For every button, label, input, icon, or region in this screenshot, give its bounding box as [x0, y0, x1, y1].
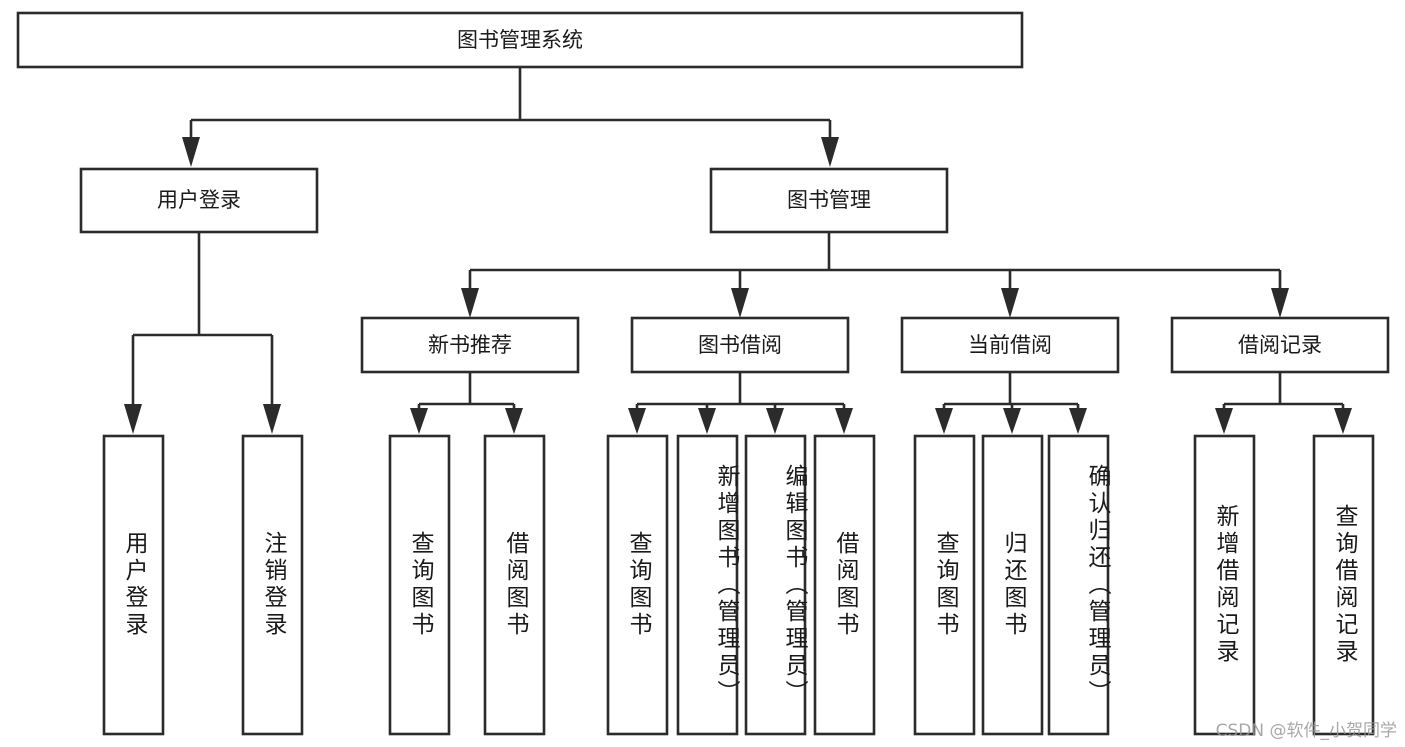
node-leaf-query-book-1[interactable]: [388, 434, 451, 736]
node-leaf-query-record[interactable]: [1312, 434, 1375, 736]
node-root-label: 图书管理系统: [457, 28, 583, 52]
node-book-manage[interactable]: [709, 167, 949, 234]
node-leaf-edit-book[interactable]: [744, 434, 807, 736]
node-leaf-add-record[interactable]: [1193, 434, 1256, 736]
arrow-to-leaf-query-book-3: [935, 408, 953, 434]
node-leaf-user-login[interactable]: [102, 434, 165, 736]
arrow-to-leaf-add-record: [1215, 408, 1233, 434]
node-leaf-confirm-return[interactable]: [1047, 434, 1110, 736]
node-leaf-borrow-book-1[interactable]: [483, 434, 546, 736]
watermark-text: CSDN @软件_小贺同学: [1215, 721, 1397, 741]
node-current-borrow-label: 当前借阅: [968, 333, 1052, 357]
node-root[interactable]: [16, 11, 1024, 69]
arrow-to-leaf-query-book-2: [628, 408, 646, 434]
arrow-to-leaf-user-login: [124, 404, 142, 434]
node-leaf-borrow-book-2[interactable]: [813, 434, 876, 736]
arrow-to-borrow-record: [1271, 288, 1289, 318]
node-leaf-query-book-3[interactable]: [913, 434, 976, 736]
node-current-borrow[interactable]: [900, 316, 1120, 374]
arrow-to-current-borrow: [1001, 288, 1019, 318]
arrow-to-leaf-user-logout: [263, 404, 281, 434]
node-new-book-rec-label: 新书推荐: [428, 333, 512, 357]
node-book-borrow[interactable]: [630, 316, 850, 374]
arrow-to-leaf-return-book: [1003, 408, 1021, 434]
node-leaf-return-book[interactable]: [981, 434, 1044, 736]
arrow-to-leaf-query-record: [1334, 408, 1352, 434]
node-book-manage-label: 图书管理: [787, 188, 871, 212]
arrow-to-leaf-borrow-book-2: [835, 408, 853, 434]
arrow-to-user-login: [182, 137, 200, 167]
arrow-to-leaf-add-book: [698, 408, 716, 434]
node-user-login[interactable]: [79, 167, 319, 234]
arrow-to-new-book-rec: [461, 288, 479, 318]
arrow-to-leaf-borrow-book-1: [505, 408, 523, 434]
node-user-login-label: 用户登录: [157, 188, 241, 212]
node-book-borrow-label: 图书借阅: [698, 333, 782, 357]
node-leaf-add-book[interactable]: [676, 434, 739, 736]
node-new-book-rec[interactable]: [360, 316, 580, 374]
arrow-to-book-manage: [821, 137, 839, 167]
node-borrow-record-label: 借阅记录: [1238, 333, 1322, 357]
arrow-to-leaf-confirm-return: [1069, 408, 1087, 434]
node-leaf-query-book-2[interactable]: [606, 434, 669, 736]
arrow-to-leaf-edit-book: [766, 408, 784, 434]
arrow-to-leaf-query-book-1: [410, 408, 428, 434]
node-borrow-record[interactable]: [1170, 316, 1390, 374]
arrow-to-book-borrow: [731, 288, 749, 318]
node-leaf-user-logout[interactable]: [241, 434, 304, 736]
